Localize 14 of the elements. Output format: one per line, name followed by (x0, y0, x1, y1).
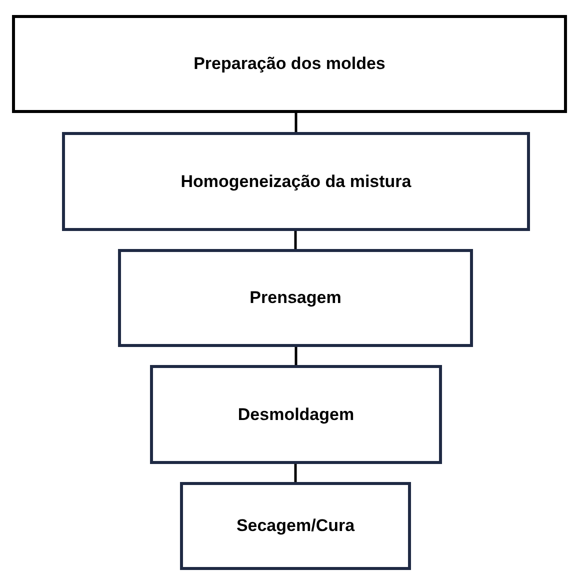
connector-line (294, 464, 297, 482)
step-label: Secagem/Cura (236, 516, 355, 536)
process-box (150, 365, 442, 464)
step-label: Preparação dos moldes (194, 54, 386, 74)
step-label: Desmoldagem (238, 404, 354, 424)
process-box (12, 15, 567, 113)
process-box (118, 249, 473, 347)
step-label: Prensagem (250, 288, 342, 308)
connector-line (294, 347, 298, 365)
step-label: Homogeneização da mistura (180, 172, 412, 192)
process-box (180, 482, 411, 570)
connector-line (294, 113, 298, 132)
process-box (62, 132, 530, 231)
connector-line (294, 231, 297, 249)
